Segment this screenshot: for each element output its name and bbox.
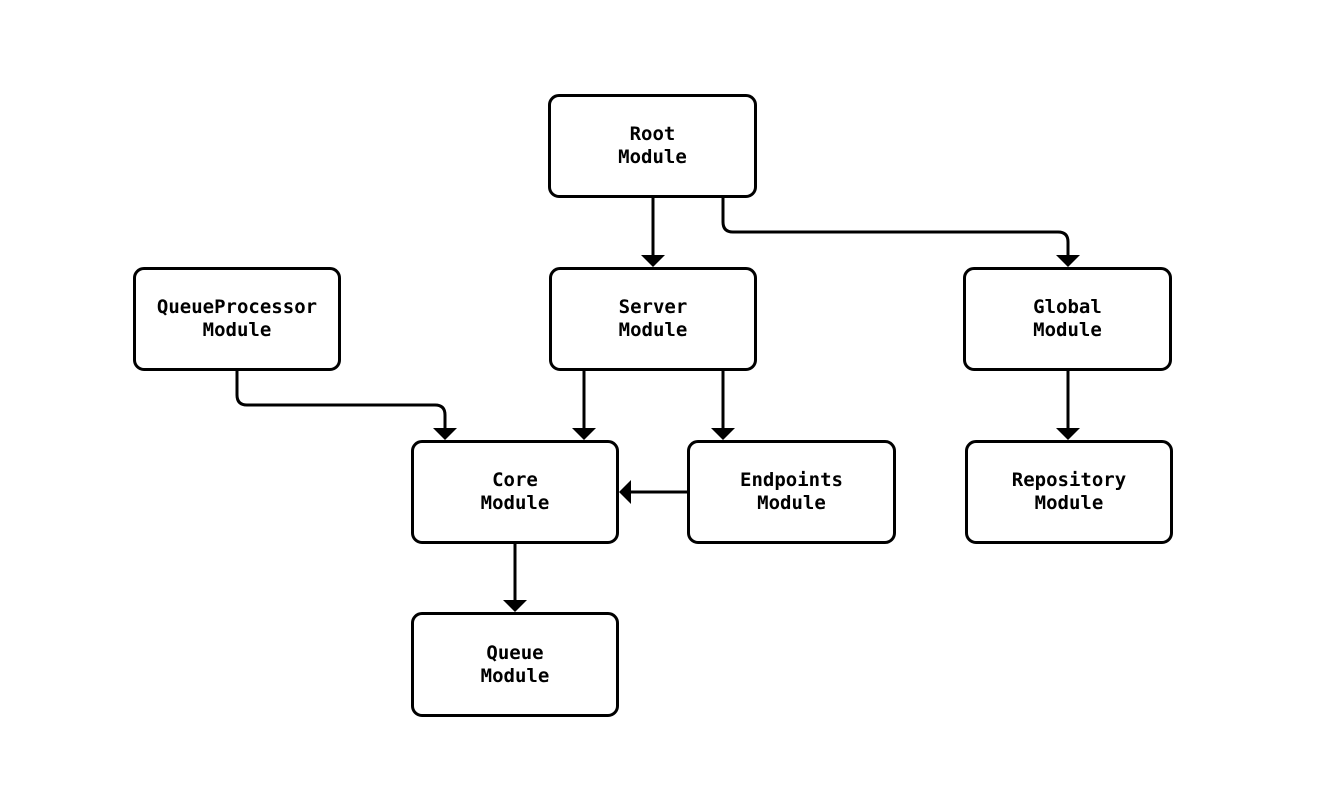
edge-server-to-endpoints-arrow xyxy=(711,371,735,440)
edge-core-to-queue-arrow xyxy=(503,544,527,612)
node-queueprocessor-module: QueueProcessor Module xyxy=(133,267,341,371)
edge-queueprocessor-to-core-arrow xyxy=(235,371,457,440)
edge-global-to-repository-arrow xyxy=(1056,371,1080,440)
edge-endpoints-to-core-arrow xyxy=(619,480,687,504)
node-server-module: Server Module xyxy=(549,267,757,371)
node-core-module-label: Core Module xyxy=(480,469,550,514)
edge-server-to-core-arrow xyxy=(572,371,596,440)
node-root-module: Root Module xyxy=(548,94,757,198)
node-repository-module-label: Repository Module xyxy=(1011,469,1127,514)
node-global-module: Global Module xyxy=(963,267,1172,371)
node-server-module-label: Server Module xyxy=(618,296,688,341)
node-queue-module-label: Queue Module xyxy=(480,641,550,687)
node-core-module: Core Module xyxy=(411,440,619,544)
node-queueprocessor-module-label: QueueProcessor Module xyxy=(156,296,318,341)
node-repository-module: Repository Module xyxy=(965,440,1173,544)
node-global-module-label: Global Module xyxy=(1033,296,1102,341)
node-endpoints-module-label: Endpoints Module xyxy=(740,469,843,514)
edge-root-to-global-arrow xyxy=(721,198,1080,267)
node-endpoints-module: Endpoints Module xyxy=(687,440,896,544)
edge-root-to-server-arrow xyxy=(641,198,665,267)
node-queue-module: Queue Module xyxy=(411,612,619,717)
node-root-module-label: Root Module xyxy=(618,123,687,168)
